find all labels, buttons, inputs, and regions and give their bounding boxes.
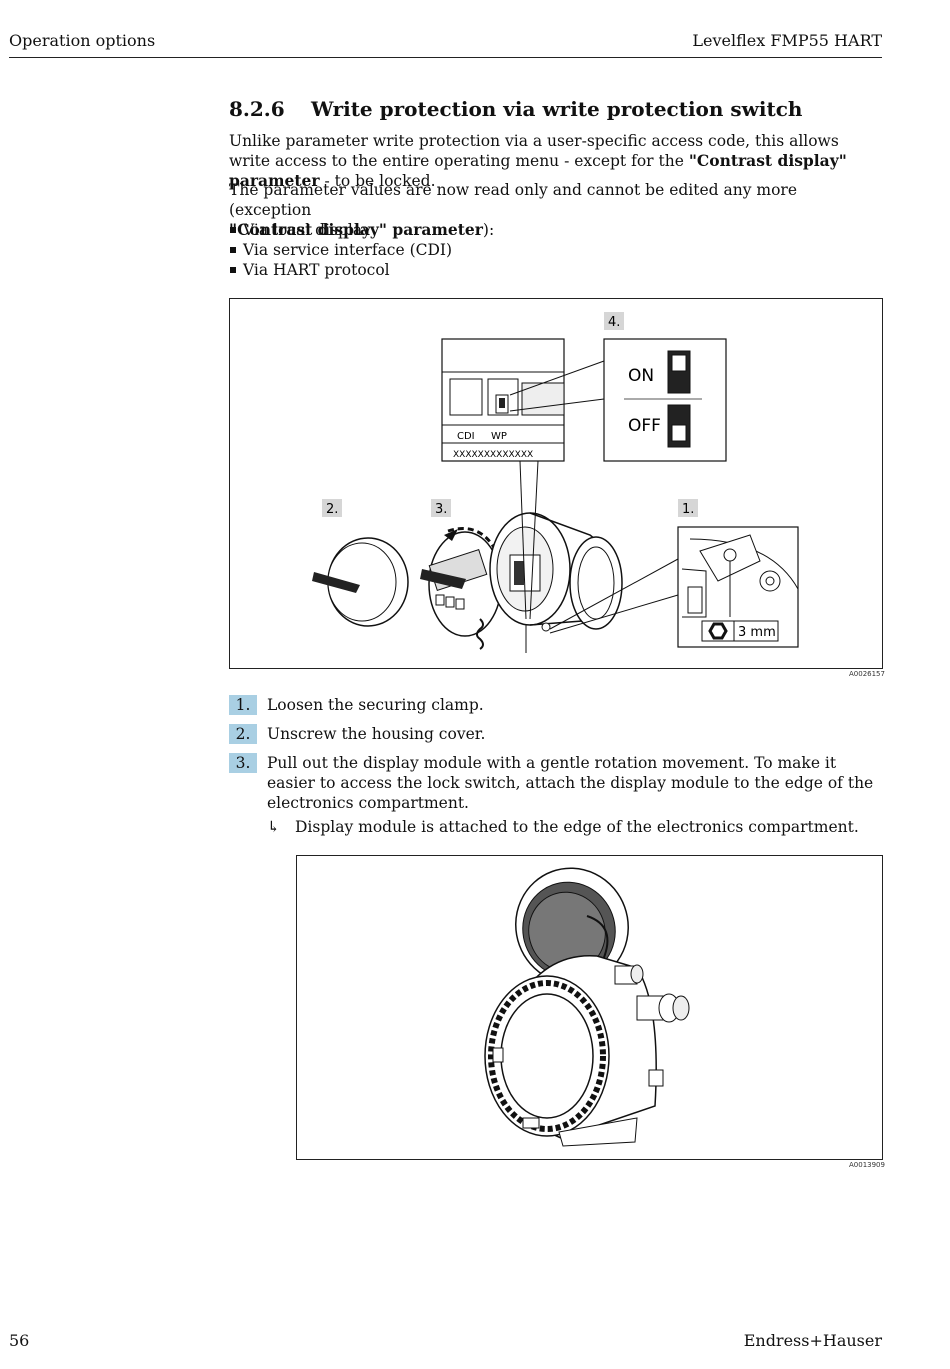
figure-display-attached (296, 855, 883, 1160)
intro-paragraph: Unlike parameter write protection via a … (229, 131, 882, 191)
step-3: 3. Pull out the display module with a ge… (229, 753, 882, 813)
switch-off-label: OFF (628, 416, 661, 436)
intro-text-a: Unlike parameter write protection via a … (229, 132, 839, 170)
readonly-text-b: ): (482, 221, 495, 239)
readonly-text-a: The parameter values are now read only a… (229, 181, 798, 219)
readonly-text-bold: "Contrast display" parameter (229, 220, 483, 239)
intro-text-b: - to be locked. (319, 172, 436, 190)
figure1-id: A0026157 (849, 670, 885, 678)
header-rule (9, 57, 882, 58)
callout-3-bg (431, 499, 451, 517)
bullet-icon (230, 247, 236, 253)
switch-on-label: ON (628, 366, 654, 386)
callout-3: 3. (435, 502, 447, 517)
step-text: Unscrew the housing cover. (267, 725, 486, 743)
wp-label: WP (491, 431, 507, 442)
callout-1-bg (678, 499, 698, 517)
list-item-text: Via HART protocol (243, 261, 390, 279)
figure-write-protection-switch: CDI WP XXXXXXXXXXXXX ON OFF 4. 2. 3. 1. (229, 298, 883, 669)
step-text: Pull out the display module with a gentl… (267, 754, 874, 812)
figure2-id: A0013909 (849, 1161, 885, 1169)
header-section-title: Operation options (9, 31, 156, 50)
step-result: ↳ Display module is attached to the edge … (267, 817, 859, 837)
list-item-text: Via local display (243, 221, 371, 239)
bullet-icon (230, 267, 236, 273)
list-item: Via HART protocol (229, 260, 452, 280)
step-number-badge: 1. (229, 695, 257, 715)
step-1: 1. Loosen the securing clamp. (229, 695, 882, 715)
callout-2-bg (322, 499, 342, 517)
list-item-text: Via service interface (CDI) (243, 241, 453, 259)
step-number-badge: 2. (229, 724, 257, 744)
section-heading: 8.2.6 Write protection via write protecti… (229, 97, 882, 121)
callout-2: 2. (326, 502, 338, 517)
result-arrow-icon: ↳ (267, 818, 280, 836)
step-number-badge: 3. (229, 753, 257, 773)
tool-size-label: 3 mm (738, 625, 776, 640)
step-2: 2. Unscrew the housing cover. (229, 724, 882, 744)
callout-4: 4. (608, 315, 620, 330)
result-text: Display module is attached to the edge o… (295, 818, 859, 836)
cdi-label: CDI (457, 431, 475, 442)
figure2-illustration (484, 867, 690, 1147)
list-item: Via local display (229, 220, 452, 240)
section-number: 8.2.6 (229, 97, 285, 121)
serial-label: XXXXXXXXXXXXX (453, 450, 533, 460)
footer-brand: Endress+Hauser (743, 1331, 882, 1350)
readonly-paragraph: The parameter values are now read only a… (229, 180, 882, 240)
header-product-name: Levelflex FMP55 HART (692, 31, 882, 50)
page-number: 56 (9, 1331, 30, 1350)
access-list: Via local display Via service interface … (229, 220, 452, 280)
bullet-icon (230, 227, 236, 233)
callout-1: 1. (682, 502, 694, 517)
intro-text-bold: "Contrast display" parameter (229, 151, 847, 190)
section-title: Write protection via write protection sw… (311, 97, 803, 121)
list-item: Via service interface (CDI) (229, 240, 452, 260)
callout-4-bg (604, 312, 624, 330)
figure1-illustration: CDI WP XXXXXXXXXXXXX ON OFF 4. 2. 3. 1. (312, 312, 799, 653)
step-text: Loosen the securing clamp. (267, 696, 484, 714)
